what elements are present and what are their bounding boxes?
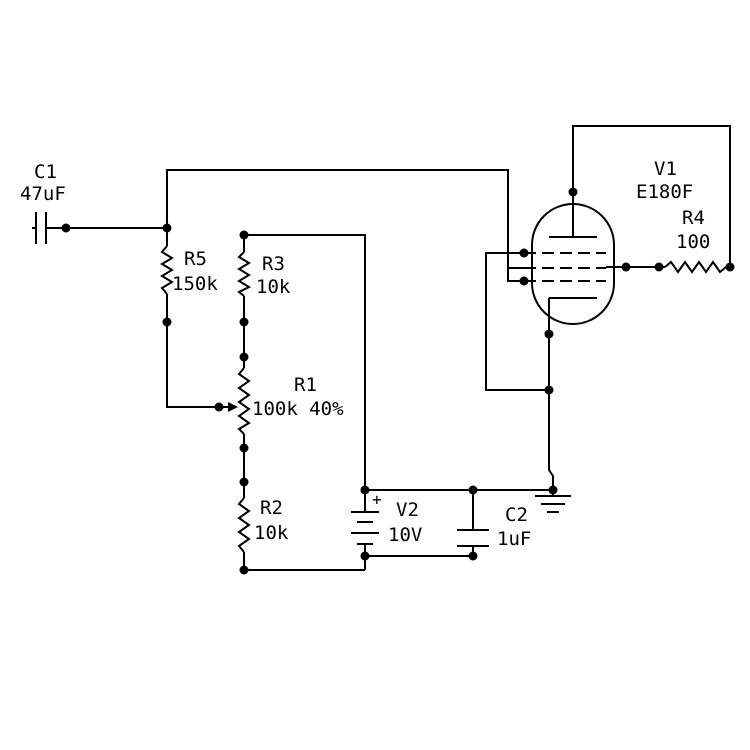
v1-ref-label: V1 <box>654 158 677 180</box>
wire-anode-loop <box>572 125 731 267</box>
junction-dot <box>519 248 529 258</box>
wire-r5-to-wiper <box>166 294 222 408</box>
c2-capacitor <box>457 529 489 547</box>
junction-dot <box>214 402 224 412</box>
junction-dot <box>544 329 554 339</box>
junction-dot <box>548 485 558 495</box>
junction-dot <box>360 551 370 561</box>
r4-ref-label: R4 <box>682 207 705 229</box>
junction-dot <box>239 477 249 487</box>
c1-capacitor <box>32 212 50 244</box>
junction-dots <box>61 187 735 575</box>
c1-ref-label: C1 <box>34 161 57 183</box>
r3-resistor <box>237 251 252 297</box>
junction-dot <box>61 223 71 233</box>
junction-dot <box>725 262 735 272</box>
r4-resistor <box>664 260 730 274</box>
wire-top-to-grid1 <box>166 169 524 282</box>
wire-grid3-loop <box>485 252 549 391</box>
r2-ref-label: R2 <box>260 497 283 519</box>
junction-dot <box>568 187 578 197</box>
junction-dot <box>239 317 249 327</box>
junction-dot <box>654 262 664 272</box>
r5-ref-label: R5 <box>184 248 207 270</box>
r5-value-label: 150k <box>172 273 218 295</box>
v1-pentode-tube <box>524 192 615 325</box>
r1-potentiometer <box>222 367 251 435</box>
r2-resistor <box>237 497 251 553</box>
c2-value-label: 1uF <box>497 528 531 550</box>
c2-ref-label: C2 <box>505 504 528 526</box>
v2-value-label: 10V <box>388 524 422 546</box>
v1-value-label: E180F <box>636 181 693 203</box>
junction-dot <box>519 276 529 286</box>
r1-value-label: 100k 40% <box>252 398 344 420</box>
junction-dot <box>468 551 478 561</box>
ground-symbol <box>535 495 571 513</box>
c1-value-label: 47uF <box>20 183 66 205</box>
v2-polarity-label: + <box>372 490 382 509</box>
junction-dot <box>544 385 554 395</box>
r3-ref-label: R3 <box>262 253 285 275</box>
v2-ref-label: V2 <box>396 499 419 521</box>
labels: C1 47uF R5 150k R3 10k R1 100k 40% R2 10… <box>20 158 710 550</box>
r4-value-label: 100 <box>676 231 710 253</box>
junction-dot <box>468 485 478 495</box>
v2-battery <box>351 511 379 545</box>
junction-dot <box>239 565 249 575</box>
junction-dot <box>239 352 249 362</box>
wire-r2-bottom <box>243 552 365 571</box>
wire-cathode-to-ground <box>548 316 554 496</box>
r3-value-label: 10k <box>256 276 291 298</box>
r1-ref-label: R1 <box>294 374 317 396</box>
junction-dot <box>162 317 172 327</box>
wire-bottom-rail <box>364 546 474 570</box>
wire-r3-to-battery <box>244 234 366 490</box>
r5-resistor <box>160 245 174 295</box>
junction-dot <box>239 443 249 453</box>
wire-grid2 <box>507 267 524 281</box>
junction-dot <box>621 262 631 272</box>
junction-dot <box>162 223 172 233</box>
wires <box>50 125 731 571</box>
junction-dot <box>360 485 370 495</box>
r2-value-label: 10k <box>254 522 289 544</box>
junction-dot <box>239 230 249 240</box>
